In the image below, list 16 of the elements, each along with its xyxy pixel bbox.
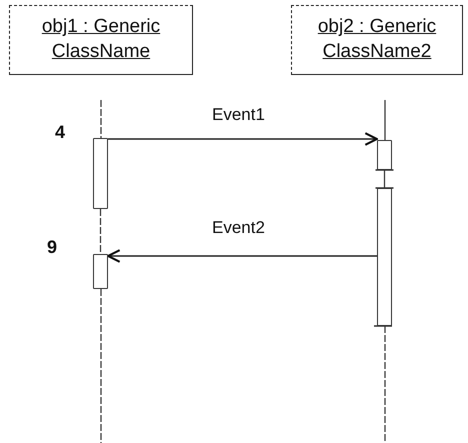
sequence-number: 9 <box>47 237 58 258</box>
message-arrow <box>106 249 377 263</box>
message-arrow <box>108 132 378 146</box>
object-box <box>291 5 463 75</box>
object-name: obj2 : Generic ClassName2 <box>316 15 438 64</box>
activation-bar <box>93 138 108 209</box>
activation-bar <box>377 140 392 170</box>
activation-bar <box>93 254 108 289</box>
lifeline-segment <box>376 169 394 189</box>
object-name: obj1 : Generic ClassName <box>40 15 162 64</box>
message-label: Event2 <box>212 218 265 238</box>
activation-bar <box>377 188 392 326</box>
object-box <box>9 5 193 75</box>
message-label: Event1 <box>212 105 265 125</box>
lifeline-segment <box>100 209 102 254</box>
sequence-number: 4 <box>55 122 66 143</box>
